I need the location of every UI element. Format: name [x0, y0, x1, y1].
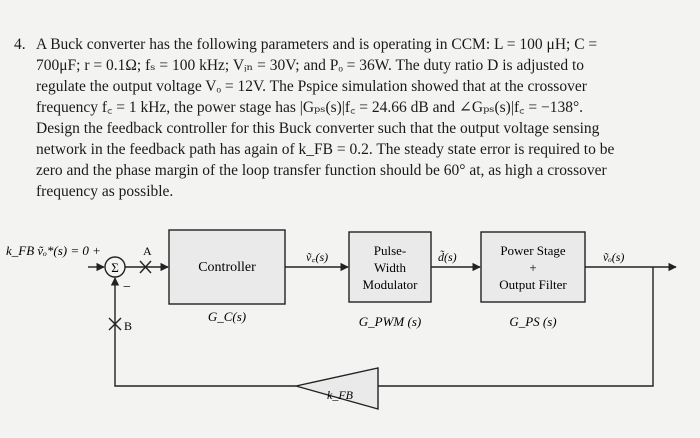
problem-line-6: network in the feedback path has again o…: [36, 141, 615, 158]
point-b-label: B: [124, 319, 132, 333]
block-diagram: k_FB ṽₒ*(s) = 0 + Σ − A Controller G_C(s…: [6, 229, 677, 410]
problem-line-1: A Buck converter has the following param…: [36, 36, 598, 53]
duty-signal-label: d̃(s): [438, 250, 457, 264]
pwm-label-1: Pulse-: [374, 243, 407, 258]
minus-sign: −: [123, 280, 131, 295]
problem-line-8: frequency as possible.: [36, 183, 174, 200]
problem-line-5: Design the feedback controller for this …: [36, 120, 600, 137]
feedback-path-left: [110, 277, 296, 387]
problem-line-2: 700μF; r = 0.1Ω; fₛ = 100 kHz; Vᵢₙ = 30V…: [36, 57, 585, 74]
controller-label: Controller: [198, 260, 256, 275]
feedback-gain-block: [295, 367, 379, 410]
feedback-path-right: [378, 267, 654, 387]
problem-line-3: regulate the output voltage Vₒ = 12V. Th…: [36, 78, 587, 95]
power-stage-caption: G_PS (s): [509, 314, 556, 329]
pwm-label-3: Modulator: [363, 277, 419, 292]
problem-line-7: zero and the phase margin of the loop tr…: [36, 162, 607, 179]
pwm-block: [348, 231, 432, 303]
problem-number: 4.: [14, 36, 26, 53]
sum-symbol: Σ: [111, 260, 119, 275]
power-stage-label-3: Output Filter: [499, 277, 567, 292]
pwm-label-2: Width: [374, 260, 406, 275]
control-signal-label: ṽ꜀(s): [306, 250, 328, 264]
reference-label: k_FB ṽₒ*(s) = 0 +: [6, 243, 101, 258]
pwm-caption: G_PWM (s): [359, 314, 421, 329]
controller-caption: G_C(s): [208, 309, 246, 324]
feedback-gain-label: k_FB: [327, 388, 354, 402]
power-stage-block: [480, 231, 586, 303]
power-stage-label-2: +: [529, 260, 536, 275]
problem-line-4: frequency f꜀ = 1 kHz, the power stage ha…: [36, 99, 584, 116]
cut-point-b-icon: [108, 317, 122, 331]
power-stage-label-1: Power Stage: [500, 243, 566, 258]
point-a-label: A: [143, 244, 152, 258]
cut-point-a-icon: [139, 260, 152, 274]
controller-block: [168, 229, 286, 305]
output-signal-label: ṽₒ(s): [603, 250, 624, 264]
